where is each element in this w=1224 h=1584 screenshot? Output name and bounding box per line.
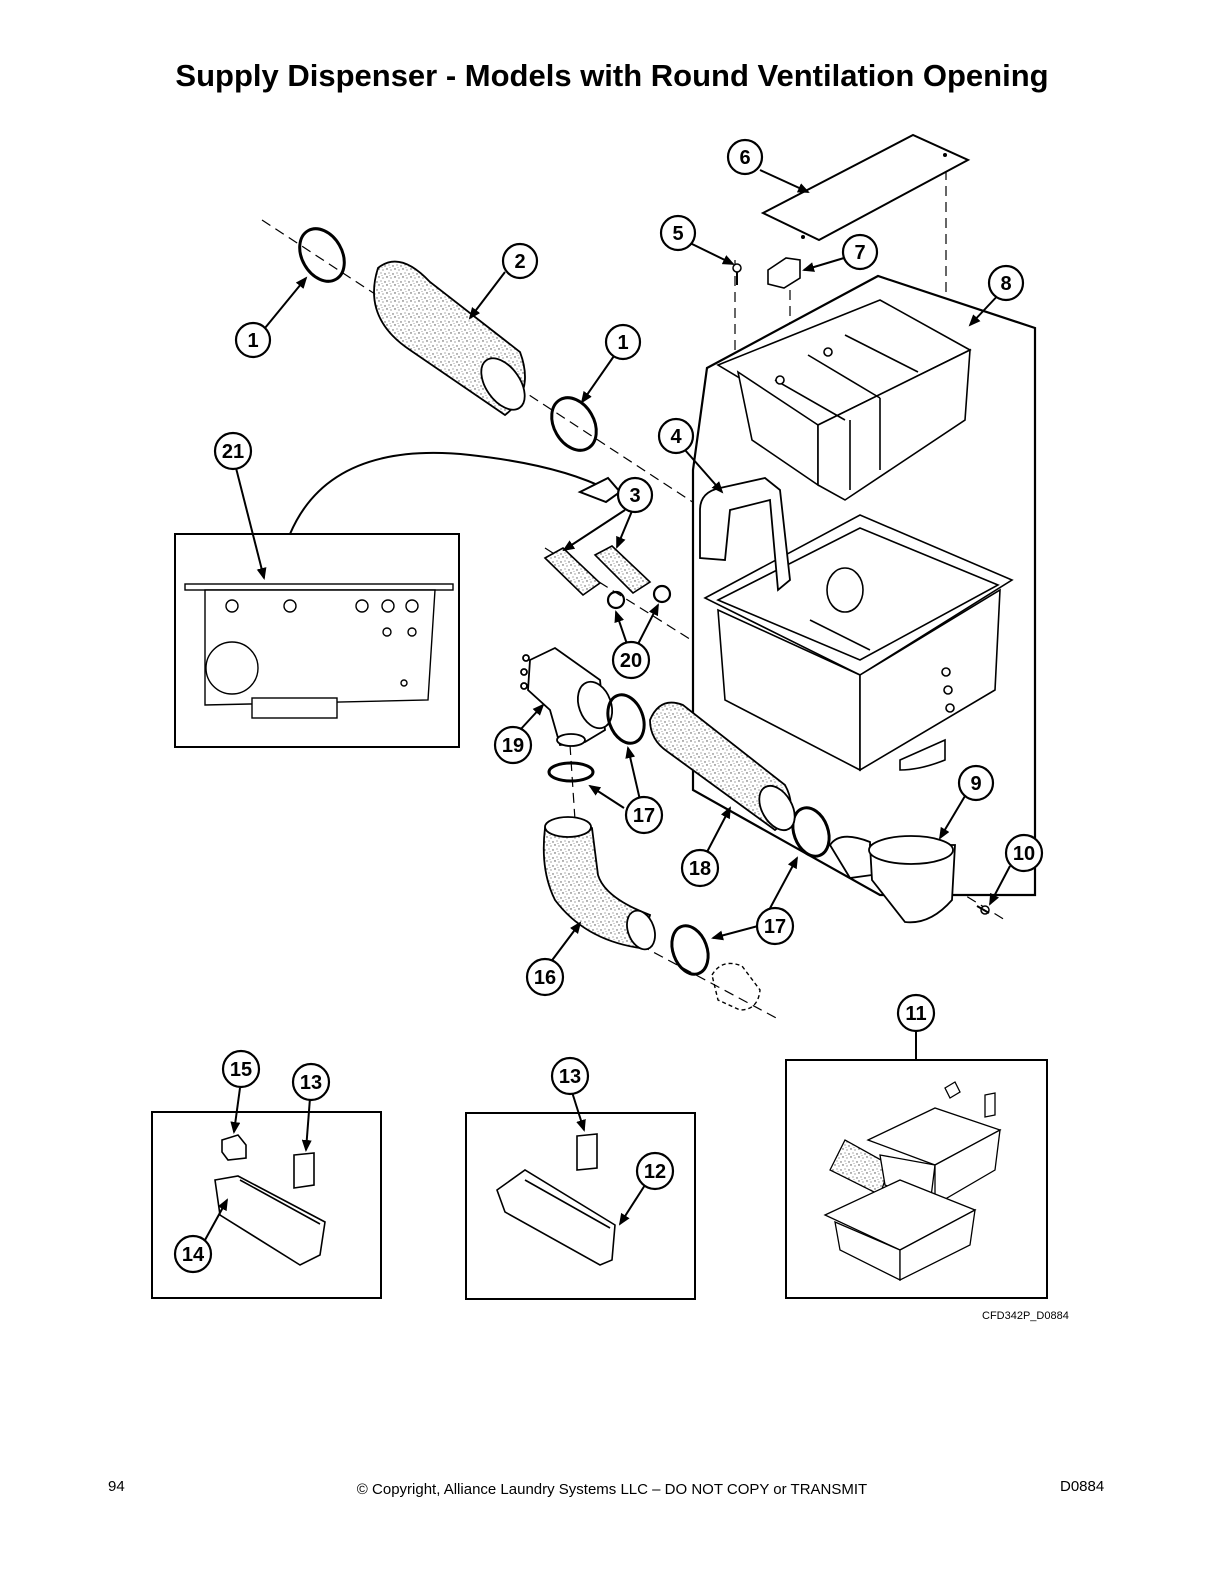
dashed-plug <box>711 962 761 1011</box>
callout-1b: 1 <box>617 332 628 354</box>
callout-17a: 17 <box>633 805 655 827</box>
leader-13b <box>571 1091 586 1132</box>
callout-13a: 13 <box>300 1072 322 1094</box>
callout-1a: 1 <box>247 330 258 352</box>
cover-plate <box>760 133 971 242</box>
leader-2 <box>468 271 506 320</box>
leader-7 <box>802 257 845 272</box>
hose-clamp <box>550 396 598 452</box>
detail-21-pointer <box>289 451 609 535</box>
leader-13a <box>301 1097 312 1152</box>
leader-17c <box>767 856 798 913</box>
leader-1b <box>580 355 615 404</box>
callout-2: 2 <box>514 251 525 273</box>
leader-19 <box>519 703 545 731</box>
callout-5: 5 <box>672 223 683 245</box>
leader-21 <box>235 467 267 580</box>
leader-14 <box>204 1198 228 1241</box>
leader-17a <box>625 746 641 801</box>
small-hoses <box>543 545 652 597</box>
copyright-notice: © Copyright, Alliance Laundry Systems LL… <box>356 1481 868 1498</box>
leader-17d <box>711 925 759 941</box>
callout-17b: 17 <box>764 916 786 938</box>
dispenser-lid <box>716 299 972 501</box>
leader-1a <box>264 276 308 329</box>
leader-6 <box>759 169 810 193</box>
screw-part <box>732 263 742 285</box>
hose-clamps-17 <box>547 693 831 976</box>
small-clamps <box>606 584 672 610</box>
screw-10 <box>976 905 990 915</box>
detail-12-drawing <box>496 1133 616 1266</box>
leader-16 <box>549 921 582 964</box>
callout-9: 9 <box>970 773 981 795</box>
detail-21-pointer-head <box>577 476 622 504</box>
callout-15: 15 <box>230 1059 252 1081</box>
vent-adapter <box>828 835 956 924</box>
callout-4: 4 <box>670 426 682 448</box>
detail-11-drawing <box>823 1081 1002 1282</box>
detail-21-drawing <box>184 583 454 719</box>
leader-12 <box>618 1184 646 1226</box>
callout-3: 3 <box>629 485 640 507</box>
dispenser-tub <box>703 514 1014 772</box>
leader-15 <box>230 1087 241 1134</box>
callout-11: 11 <box>905 1003 926 1025</box>
callout-circles <box>173 138 1044 1274</box>
callout-14: 14 <box>182 1244 205 1266</box>
detail-14-drawing <box>214 1134 326 1266</box>
callout-12: 12 <box>644 1161 666 1183</box>
cap-part <box>767 257 801 289</box>
leader-5 <box>689 242 735 265</box>
callout-8: 8 <box>1000 273 1011 295</box>
leader-18 <box>706 806 731 853</box>
callout-21: 21 <box>222 441 244 463</box>
leader-20b <box>636 603 659 647</box>
elbow-fitting <box>520 646 614 747</box>
callout-7: 7 <box>854 242 865 264</box>
leader-4 <box>684 449 724 494</box>
callout-13b: 13 <box>559 1066 581 1088</box>
callout-18: 18 <box>689 858 711 880</box>
callout-16: 16 <box>534 967 556 989</box>
leader-arrows <box>204 169 1011 1241</box>
callout-10: 10 <box>1013 843 1035 865</box>
leader-17b <box>588 784 625 809</box>
leader-20a <box>614 610 629 648</box>
leader-3b <box>616 510 633 549</box>
page-number: 94 <box>108 1478 125 1495</box>
leader-9 <box>938 795 966 840</box>
leader-10 <box>989 865 1011 906</box>
callout-20: 20 <box>620 650 642 672</box>
hose-clamp <box>298 227 346 283</box>
callout-6: 6 <box>739 147 750 169</box>
document-code: D0884 <box>1060 1478 1105 1495</box>
leader-3a <box>562 509 626 552</box>
drawing-id: CFD342P_D0884 <box>982 1310 1069 1322</box>
callout-19: 19 <box>502 735 524 757</box>
page-title: Supply Dispenser - Models with Round Ven… <box>175 58 1049 93</box>
